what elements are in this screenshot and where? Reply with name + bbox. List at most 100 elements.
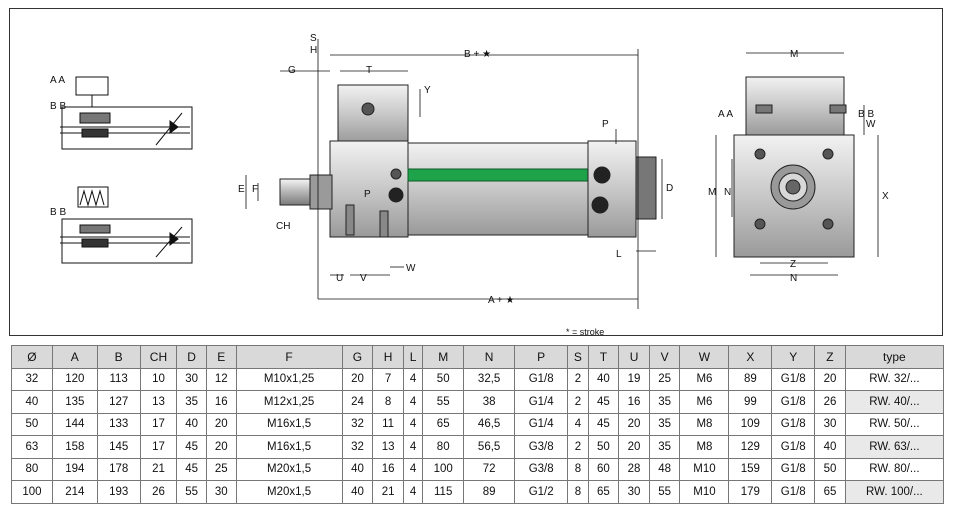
table-cell: 65	[814, 480, 846, 504]
table-cell: M10	[679, 480, 730, 504]
header-cell: Y	[771, 345, 816, 369]
table-cell: 2	[567, 435, 589, 459]
table-cell: 26	[814, 390, 846, 414]
table-cell: 16	[618, 390, 650, 414]
table-cell: 26	[139, 480, 178, 504]
table-cell: 4	[402, 367, 424, 391]
label-s: S	[310, 33, 317, 44]
table-cell: 120	[51, 367, 98, 391]
label-p-mid: P	[364, 189, 371, 200]
table-cell: 35	[648, 435, 681, 459]
table-cell: 21	[139, 457, 178, 481]
table-cell: G1/8	[514, 367, 569, 391]
table-cell: M10	[679, 457, 730, 481]
table-cell: 158	[51, 435, 98, 459]
table-cell: 32	[341, 412, 374, 436]
table-cell: 55	[176, 480, 207, 504]
table-cell: 178	[96, 457, 141, 481]
table-header-row: Ø A B CH D E F G H L M N P S T U V W X Y…	[11, 345, 945, 369]
table-cell: 2	[567, 390, 589, 414]
table-cell: 21	[372, 480, 404, 504]
table-cell: G1/4	[514, 390, 569, 414]
table-cell: M20x1,5	[235, 457, 343, 481]
table-cell: 10	[139, 367, 178, 391]
table-cell: 30	[205, 480, 237, 504]
table-cell: 35	[648, 412, 681, 436]
table-cell: 159	[728, 457, 773, 481]
table-cell: 4	[402, 435, 424, 459]
table-cell: 8	[567, 457, 589, 481]
table-cell: M6	[679, 390, 730, 414]
table-cell: 89	[463, 480, 516, 504]
table-cell: 109	[728, 412, 773, 436]
table-cell: M6	[679, 367, 730, 391]
table-cell: 99	[728, 390, 773, 414]
table-cell: M16x1,5	[235, 435, 343, 459]
label-aa-right: A A	[718, 109, 733, 120]
table-cell: 30	[618, 480, 650, 504]
table-cell: 115	[422, 480, 465, 504]
dimension-lines	[245, 39, 663, 309]
table-cell: 32,5	[463, 367, 516, 391]
header-cell: E	[205, 345, 237, 369]
table-cell: 50	[587, 435, 620, 459]
table-cell: G3/8	[514, 435, 569, 459]
technical-drawing: A A B B B B	[50, 33, 889, 309]
table-cell: 100	[422, 457, 465, 481]
table-cell: G1/4	[514, 412, 569, 436]
label-bb-left-bottom: B B	[50, 207, 66, 218]
table-cell: 13	[372, 435, 404, 459]
table-cell: 8	[372, 390, 404, 414]
table-cell: 4	[402, 457, 424, 481]
table-cell: 214	[51, 480, 98, 504]
table-cell: 30	[814, 412, 846, 436]
type-cell: RW. 40/...	[844, 390, 945, 414]
label-t: T	[366, 65, 372, 76]
table-cell: 45	[176, 457, 207, 481]
table-cell: 17	[139, 435, 178, 459]
header-cell: D	[176, 345, 207, 369]
label-w-right: W	[866, 119, 876, 130]
table-cell: 80	[422, 435, 465, 459]
label-bb-left-top: B B	[50, 101, 66, 112]
table-cell: 50	[11, 412, 53, 436]
table-cell: 127	[96, 390, 141, 414]
pneumatic-symbol-bottom	[60, 186, 193, 264]
label-d: D	[666, 183, 673, 194]
table-cell: M10x1,25	[235, 367, 343, 391]
header-cell: A	[51, 345, 98, 369]
label-h: H	[310, 45, 317, 56]
table-cell: 193	[96, 480, 141, 504]
table-cell: M16x1,5	[235, 412, 343, 436]
table-cell: 100	[11, 480, 53, 504]
header-cell: S	[567, 345, 589, 369]
label-w: W	[406, 263, 416, 274]
table-cell: 20	[814, 367, 846, 391]
label-e: E	[238, 184, 245, 195]
table-cell: 13	[139, 390, 178, 414]
table-cell: 24	[341, 390, 374, 414]
pneumatic-symbol-top	[60, 76, 193, 150]
table-cell: 56,5	[463, 435, 516, 459]
table-cell: 16	[372, 457, 404, 481]
table-cell: 25	[648, 367, 681, 391]
table-cell: 35	[176, 390, 207, 414]
table-cell: 17	[139, 412, 178, 436]
table-cell: 20	[341, 367, 374, 391]
table-cell: M8	[679, 412, 730, 436]
table-cell: 50	[814, 457, 846, 481]
table-cell: 20	[618, 435, 650, 459]
table-cell: 16	[205, 390, 237, 414]
type-cell: RW. 63/...	[844, 435, 945, 459]
type-cell: RW. 32/...	[844, 367, 945, 391]
header-cell: F	[235, 345, 343, 369]
label-a-stroke: A + ★	[488, 295, 515, 306]
label-y: Y	[424, 85, 431, 96]
table-cell: 4	[402, 480, 424, 504]
label-m-top: M	[790, 49, 798, 60]
table-cell: 48	[648, 457, 681, 481]
header-cell: H	[372, 345, 404, 369]
